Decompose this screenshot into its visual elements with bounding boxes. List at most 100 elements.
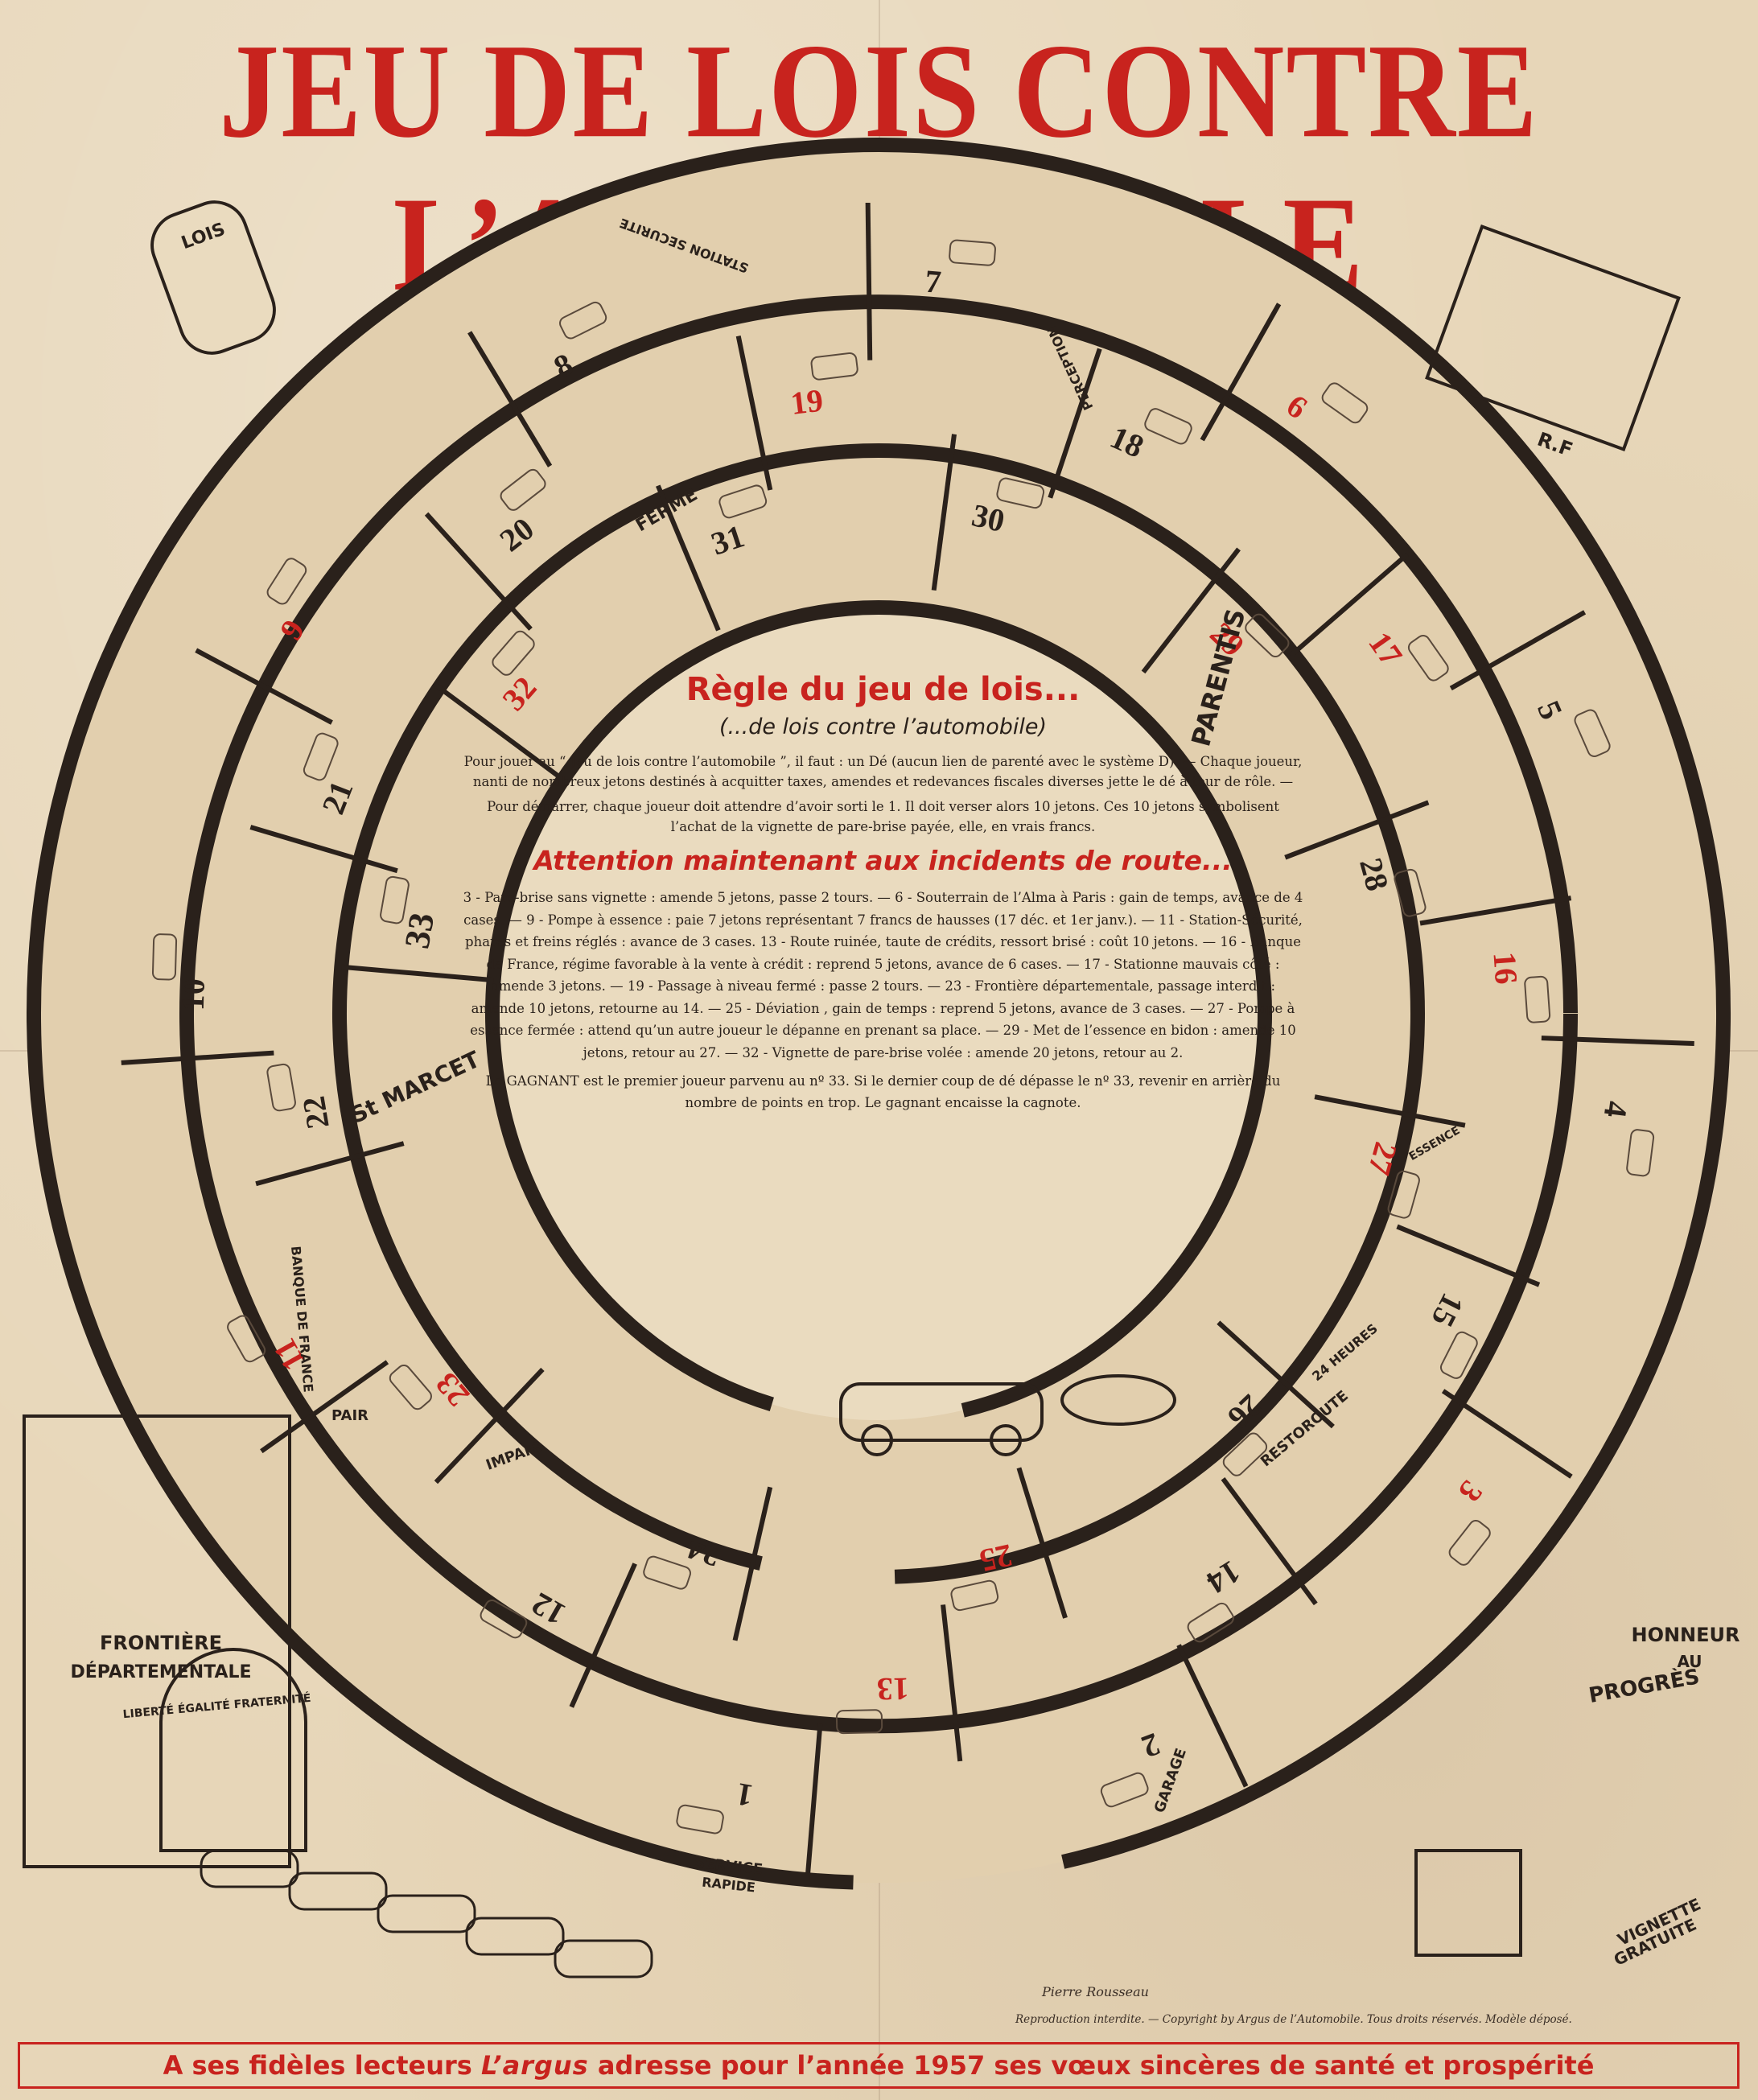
car-sketch-icon bbox=[996, 477, 1045, 509]
square-divider bbox=[1200, 303, 1282, 442]
car-sketch-icon bbox=[1439, 1331, 1478, 1379]
sign-rf: R.F bbox=[1534, 428, 1575, 462]
square-divider bbox=[1176, 1644, 1249, 1788]
car-sketch-icon bbox=[1626, 1129, 1655, 1177]
wheel-icon bbox=[861, 1424, 893, 1456]
car-sketch-icon bbox=[500, 468, 546, 511]
square-divider bbox=[341, 964, 494, 983]
car-sketch-icon bbox=[1245, 613, 1290, 657]
square-divider bbox=[805, 1723, 823, 1881]
square-number: 13 bbox=[876, 1670, 909, 1707]
square-divider bbox=[1284, 800, 1430, 860]
square-divider bbox=[569, 1563, 637, 1708]
car-sketch-icon bbox=[303, 732, 339, 781]
square-divider bbox=[195, 648, 333, 725]
car-sketch-icon bbox=[835, 1709, 883, 1735]
attention-title: Attention maintenant aux incidents de ro… bbox=[533, 845, 1233, 876]
square-divider bbox=[732, 1486, 773, 1641]
car-icon bbox=[554, 1939, 653, 1979]
square-divider bbox=[865, 202, 873, 360]
rules-subtitle: (...de lois contre l’automobile) bbox=[718, 714, 1048, 739]
center-fill bbox=[492, 607, 1265, 1420]
car-sketch-icon bbox=[950, 1579, 999, 1612]
car-sketch-icon bbox=[810, 352, 858, 381]
square-divider bbox=[941, 1604, 963, 1762]
car-sketch-icon bbox=[492, 630, 535, 676]
square-divider bbox=[1016, 1467, 1068, 1619]
square-divider bbox=[1396, 1224, 1541, 1287]
wheel-icon bbox=[990, 1424, 1022, 1456]
square-divider bbox=[121, 1050, 274, 1065]
incidents-list: 3 - Pare-brise sans vignette : amende 5 … bbox=[463, 890, 1303, 1060]
car-sketch-icon bbox=[480, 1600, 528, 1639]
square-divider bbox=[1441, 1389, 1573, 1479]
car-stuck-icon bbox=[839, 1382, 1044, 1442]
car-icon bbox=[465, 1917, 565, 1956]
rules-paragraph-dice: Pour jouer au “ Jeu de lois contre l’aut… bbox=[463, 754, 1303, 789]
car-sketch-icon bbox=[559, 301, 607, 340]
square-number: 7 bbox=[924, 263, 942, 300]
square-divider bbox=[656, 484, 721, 632]
square-divider bbox=[1419, 896, 1572, 926]
square-divider bbox=[1289, 552, 1410, 658]
footer-text-after: adresse pour l’année 1957 ses vœux sincè… bbox=[588, 2050, 1595, 2081]
car-sketch-icon bbox=[266, 558, 307, 605]
square-divider bbox=[424, 512, 533, 631]
square-divider bbox=[249, 825, 398, 874]
sign-devise: LIBERTÉ ÉGALITÉ FRATERNITÉ bbox=[122, 1691, 311, 1721]
ring-outer bbox=[27, 138, 1731, 1890]
horse-icon bbox=[1060, 1374, 1176, 1426]
winner-rule: Le GAGNANT est le premier joueur parvenu… bbox=[485, 1073, 1281, 1110]
parliament-building-icon bbox=[1425, 224, 1681, 451]
car-sketch-icon bbox=[266, 1063, 296, 1112]
rules-title: Règle du jeu de lois... bbox=[685, 671, 1081, 708]
square-divider bbox=[432, 681, 559, 778]
sign-frontiere: FRONTIÈRE bbox=[100, 1631, 222, 1654]
square-divider bbox=[1541, 1036, 1694, 1047]
sign-departementale: DÉPARTEMENTALE bbox=[70, 1661, 251, 1682]
car-sketch-icon bbox=[1524, 975, 1551, 1023]
car-sketch-icon bbox=[380, 875, 410, 924]
board-spokes bbox=[121, 202, 1694, 1881]
old-car-icon bbox=[1414, 1849, 1522, 1957]
square-number: 25 bbox=[977, 1537, 1016, 1579]
car-sketch-icon bbox=[227, 1315, 266, 1363]
car-icon bbox=[200, 1849, 299, 1888]
square-number: 10 bbox=[175, 978, 212, 1011]
fortress-tower-icon bbox=[23, 1414, 291, 1868]
car-sketch-icon bbox=[151, 933, 178, 981]
square-divider bbox=[1221, 1477, 1318, 1606]
rules-paragraph-start: Pour démarrer, chaque joueur doit attend… bbox=[487, 799, 1279, 834]
car-icon bbox=[288, 1871, 388, 1911]
ring-second bbox=[179, 294, 1578, 1733]
car-sketch-icon bbox=[1100, 1772, 1149, 1808]
footer-brand-logo: L’argus bbox=[480, 2050, 589, 2081]
ring-inner bbox=[485, 600, 1272, 1418]
square-divider bbox=[434, 1367, 545, 1484]
car-sketch-icon bbox=[1574, 709, 1611, 758]
car-sketch-icon bbox=[1407, 634, 1449, 681]
footer-text-before: A ses fidèles lecteurs bbox=[163, 2050, 481, 2081]
square-number: 30 bbox=[969, 496, 1008, 539]
sign-au: AU bbox=[1677, 1652, 1702, 1671]
ring-third bbox=[332, 443, 1426, 1584]
car-sketch-icon bbox=[1321, 382, 1369, 424]
car-sketch-icon bbox=[1222, 1432, 1268, 1476]
square-number: 19 bbox=[788, 381, 825, 421]
rules-block: Règle du jeu de lois... (...de lois cont… bbox=[463, 668, 1303, 1114]
square-divider bbox=[467, 331, 553, 467]
car-icon bbox=[377, 1894, 476, 1933]
car-sketch-icon bbox=[718, 484, 768, 519]
car-sketch-icon bbox=[389, 1365, 432, 1410]
car-sketch-icon bbox=[1387, 1170, 1420, 1219]
car-sketch-icon bbox=[1144, 408, 1192, 445]
car-sketch-icon bbox=[949, 239, 996, 266]
sign-progres: PROGRÈS bbox=[1587, 1663, 1701, 1708]
square-divider bbox=[1217, 1320, 1335, 1429]
square-number: 22 bbox=[295, 1093, 336, 1131]
square-divider bbox=[255, 1141, 405, 1187]
fortress-gate-icon bbox=[159, 1648, 307, 1852]
car-sketch-icon bbox=[676, 1804, 724, 1834]
